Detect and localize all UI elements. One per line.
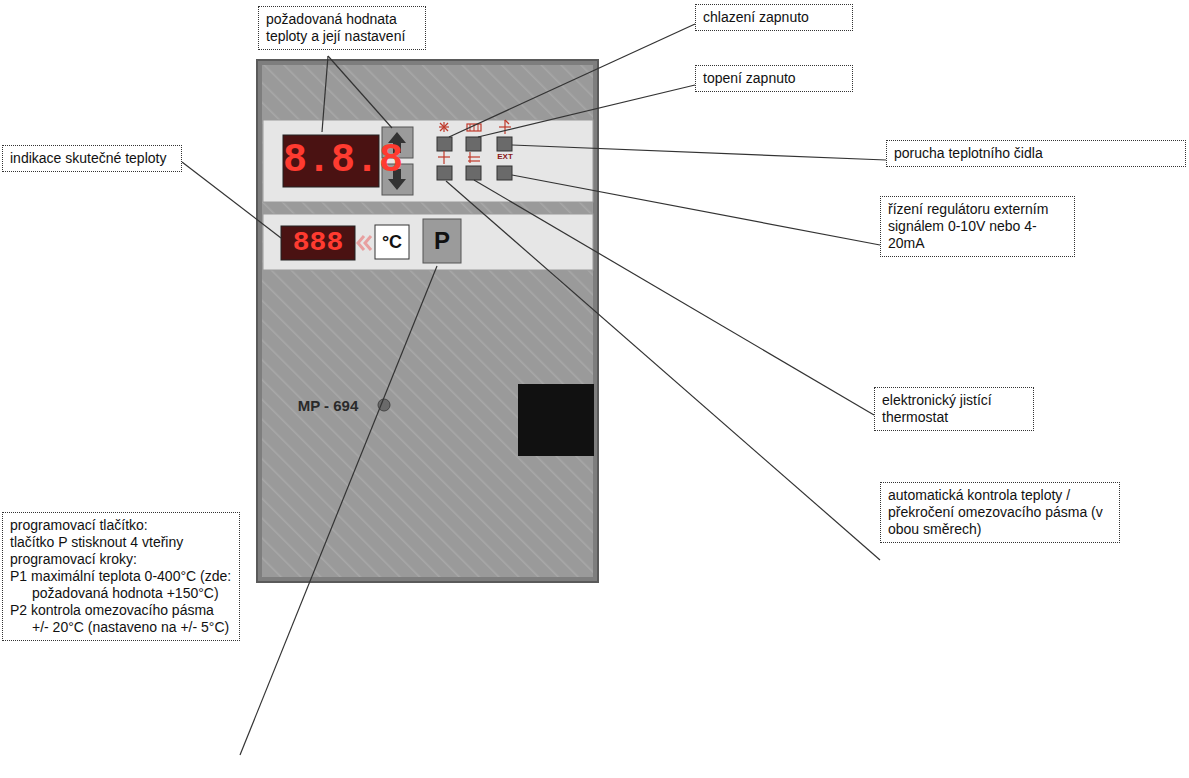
callout-box: požadovaná hodnata teploty a její nastav… — [258, 6, 426, 50]
callout-text: programovací tlačítko: — [10, 517, 232, 534]
callout-text: tlačítko P stisknout 4 vteřiny — [10, 534, 232, 551]
callout-text: řízení regulátoru externím signálem 0-10… — [888, 201, 1067, 252]
callout-text: elektronický jistící thermostat — [882, 392, 1026, 426]
callout-box: chlazení zapnuto — [695, 4, 853, 31]
callout-box: automatická kontrola teploty / překročen… — [880, 482, 1120, 543]
callout-box: elektronický jistící thermostat — [874, 387, 1034, 431]
callout-text: automatická kontrola teploty / překročen… — [888, 487, 1112, 538]
callout-box: topení zapnuto — [695, 65, 853, 92]
callout-text: programovací kroky: — [10, 551, 232, 568]
callout-text: topení zapnuto — [703, 70, 845, 87]
callout-box: indikace skutečné teploty — [2, 145, 182, 172]
callout-text: porucha teplotního čidla — [894, 145, 1178, 162]
display-digits: 8.8.8 — [283, 135, 403, 187]
button-letter: P — [423, 219, 461, 263]
unit-sign: °C — [375, 225, 409, 259]
callout-text: P2 kontrola omezovacího pásma +/- 20°C (… — [10, 602, 232, 636]
icon-text: EXT — [492, 150, 518, 163]
model-name: MP - 694 — [286, 396, 370, 416]
callout-text: P1 maximální teplota 0-400°C (zde: požad… — [10, 568, 232, 602]
callout-text: indikace skutečné teploty — [10, 150, 174, 167]
callout-box: programovací tlačítko:tlačítko P stiskno… — [2, 512, 240, 641]
callout-box: porucha teplotního čidla — [886, 140, 1186, 167]
callout-text: požadovaná hodnata teploty a její nastav… — [266, 11, 418, 45]
display-digits: 888 — [281, 226, 355, 260]
callout-box: řízení regulátoru externím signálem 0-10… — [880, 196, 1075, 257]
callout-text: chlazení zapnuto — [703, 9, 845, 26]
